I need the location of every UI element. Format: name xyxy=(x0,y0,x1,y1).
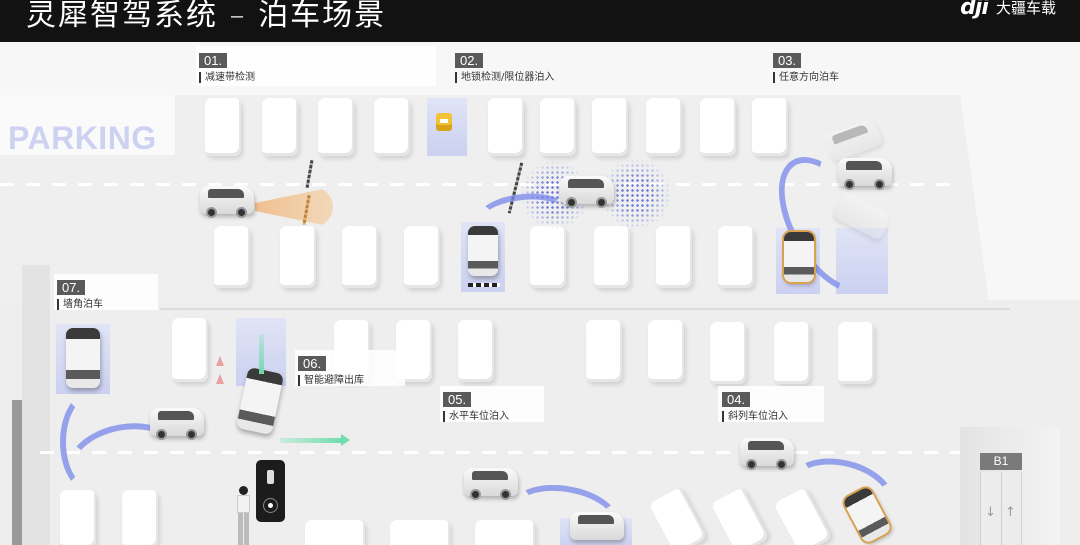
parking-stall xyxy=(718,226,754,288)
page-title: 灵犀智驾系统 – 泊车场景 xyxy=(26,0,387,33)
ground-lock-icon xyxy=(436,113,452,131)
parking-stall xyxy=(710,322,746,384)
scene-label-05: 05. 水平车位泊入 xyxy=(443,389,509,422)
parking-stall xyxy=(752,98,788,156)
parking-stall xyxy=(530,226,566,288)
parking-stall xyxy=(592,98,628,156)
target-bay xyxy=(836,228,888,294)
brand-text: 大疆车载 xyxy=(995,0,1056,17)
parking-watermark: PARKING xyxy=(8,120,157,156)
traffic-cone-icon xyxy=(216,374,224,384)
exit-arrow xyxy=(280,434,350,446)
traffic-cone-icon xyxy=(216,356,224,366)
parking-stall xyxy=(342,226,378,288)
parking-stall xyxy=(646,98,682,156)
parking-stall xyxy=(172,318,208,382)
exit-path xyxy=(259,334,264,374)
car xyxy=(570,506,624,545)
parking-stall xyxy=(305,520,365,545)
parking-stall xyxy=(390,520,450,545)
car xyxy=(838,152,892,192)
car xyxy=(150,402,204,442)
label-bg xyxy=(196,46,436,86)
car xyxy=(784,232,814,282)
lane-marking xyxy=(0,183,960,186)
down-arrow-icon: ↓ xyxy=(985,505,996,520)
car xyxy=(468,226,498,276)
car xyxy=(560,170,614,210)
floor-indicator: B1 xyxy=(980,453,1022,470)
remote-parking-phone xyxy=(256,460,285,522)
parking-stall xyxy=(214,226,250,288)
parking-stall xyxy=(280,226,316,288)
dji-logo-icon: dji xyxy=(960,0,989,20)
deck-divider xyxy=(160,308,1010,310)
scene-label-06: 06. 智能避障出库 xyxy=(298,353,364,386)
car xyxy=(66,328,100,388)
elevator: B1 ↓ ↑ xyxy=(960,427,1060,545)
parking-stall xyxy=(700,98,736,156)
car xyxy=(740,432,794,472)
parking-stall xyxy=(458,320,494,382)
scene-label-07: 07. 墙角泊车 xyxy=(57,277,103,310)
parking-stall xyxy=(262,98,298,156)
wall xyxy=(22,265,50,545)
parking-stall xyxy=(648,320,684,382)
header-bar: 灵犀智驾系统 – 泊车场景 dji 大疆车载 xyxy=(0,0,1080,42)
parking-stall xyxy=(318,98,354,156)
parking-stall xyxy=(774,322,810,384)
car xyxy=(464,462,518,502)
parking-stall xyxy=(838,322,874,384)
parking-stall xyxy=(404,226,440,288)
parking-path-arrow xyxy=(60,392,120,492)
brand: dji 大疆车载 xyxy=(960,0,1056,20)
parking-stall xyxy=(122,490,158,545)
elevator-door: ↓ ↑ xyxy=(980,472,1022,545)
car xyxy=(200,180,254,220)
scene-label-02: 02. 地锁检测/限位器泊入 xyxy=(455,50,554,83)
lane-marking xyxy=(40,451,1040,454)
parking-stall xyxy=(488,98,524,156)
parking-stall xyxy=(60,490,96,545)
up-arrow-icon: ↑ xyxy=(1005,505,1016,520)
parking-stall xyxy=(374,98,410,156)
wheel-stopper xyxy=(468,283,500,287)
parking-stall xyxy=(540,98,576,156)
scene-label-03: 03. 任意方向泊车 xyxy=(773,50,839,83)
wall-edge xyxy=(12,400,22,545)
parking-stall xyxy=(205,98,241,156)
parking-stall xyxy=(594,226,630,288)
parking-stall xyxy=(656,226,692,288)
scene-label-01: 01. 减速带检测 xyxy=(199,50,255,83)
scene-label-04: 04. 斜列车位泊入 xyxy=(722,389,788,422)
person-illustration xyxy=(234,486,254,545)
parking-stall xyxy=(586,320,622,382)
parking-stall xyxy=(475,520,535,545)
